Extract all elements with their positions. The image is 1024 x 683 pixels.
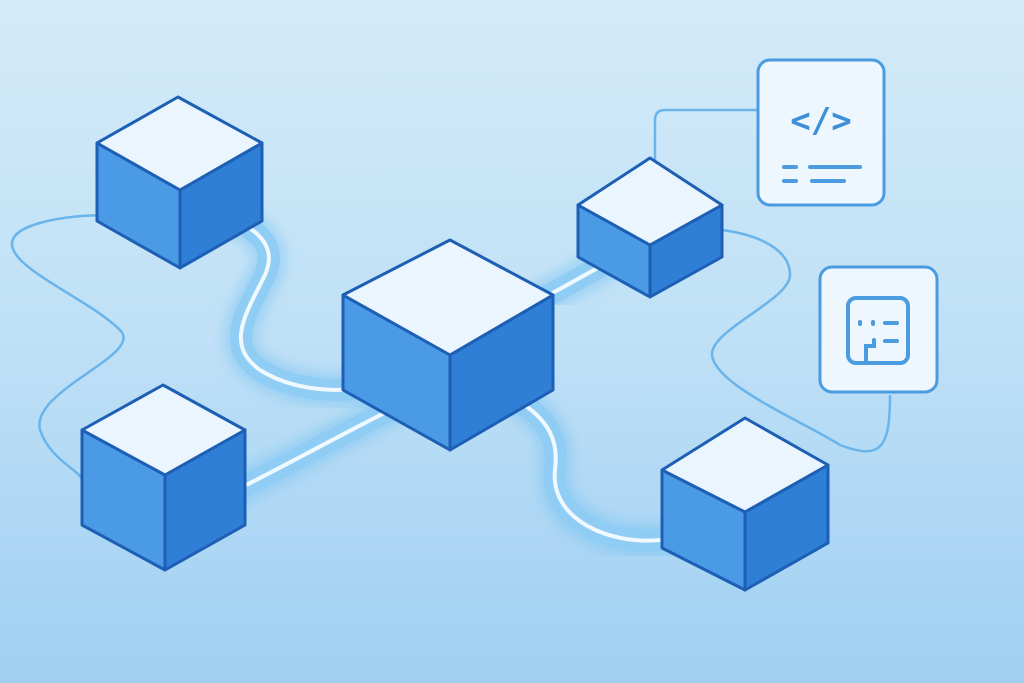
cubes	[80, 95, 830, 592]
connector-line-right	[710, 228, 892, 453]
cube-center[interactable]	[341, 238, 555, 452]
cube-bottom-right[interactable]	[660, 416, 830, 592]
connector-lines	[10, 108, 892, 481]
connector-line-code-card	[653, 108, 760, 160]
layout-icon	[846, 296, 910, 365]
cube-center-top-face	[341, 238, 555, 357]
text-lines-icon	[782, 165, 862, 183]
cube-bottom-right-top-face	[660, 416, 830, 514]
cube-bottom-left-top-face	[80, 383, 247, 477]
code-card[interactable]: </>	[756, 58, 886, 207]
cube-top-right-top-face	[576, 156, 724, 247]
cube-top-left-top-face	[95, 95, 264, 192]
pipe-top-left-highlight	[203, 203, 402, 392]
layout-card[interactable]	[818, 265, 939, 394]
connector-line-left	[10, 213, 125, 481]
cube-top-left[interactable]	[95, 95, 264, 270]
cube-bottom-left[interactable]	[80, 383, 247, 572]
cube-top-right[interactable]	[576, 156, 724, 299]
pipe-bottom-right-highlight	[488, 383, 722, 543]
code-symbol: </>	[790, 101, 851, 141]
